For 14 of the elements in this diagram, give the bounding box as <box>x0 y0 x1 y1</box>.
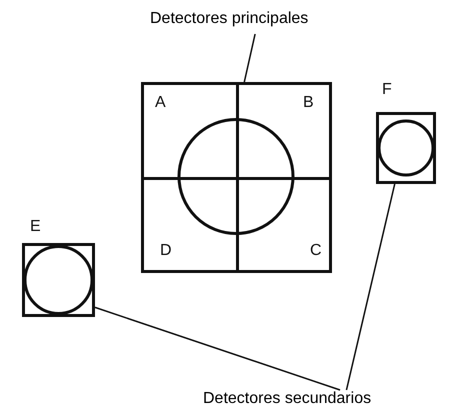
main-detector-drawing <box>141 82 332 273</box>
quadrant-letter: B <box>303 94 314 112</box>
detector-letter: F <box>382 81 392 99</box>
leader-line <box>244 34 256 82</box>
caption-text: Detectores principales <box>150 10 322 34</box>
detector-letter: E <box>30 218 41 236</box>
secondary-detector-box <box>376 112 436 184</box>
caption-text: Detectores secundarios <box>203 390 389 410</box>
leader-line <box>346 184 396 390</box>
leader-line <box>94 306 340 391</box>
quadrant-letter: D <box>160 242 172 260</box>
quadrant-letter: A <box>155 94 166 112</box>
quadrant-letter: C <box>310 242 322 260</box>
detector-quadrant <box>144 85 239 180</box>
